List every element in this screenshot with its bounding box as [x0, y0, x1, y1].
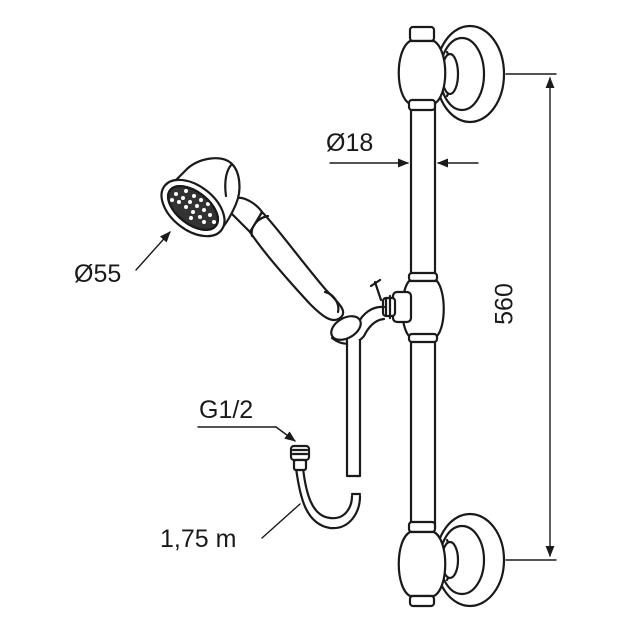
thread-label: G1/2 — [199, 396, 254, 424]
shower-holder-cradle — [327, 307, 384, 345]
head-diameter-label: Ø55 — [74, 260, 122, 288]
leader-thread — [198, 427, 296, 441]
bar-diameter-label: Ø18 — [326, 129, 374, 157]
bar-length-label: 560 — [490, 283, 519, 325]
hose-connector-nut — [291, 446, 309, 470]
bottom-wall-bracket — [436, 514, 504, 606]
leader-head-diameter — [136, 231, 171, 270]
leader-hose-length — [262, 504, 300, 538]
top-wall-bracket — [436, 26, 504, 122]
hose-length-label: 1,75 m — [160, 525, 237, 553]
top-end-cap — [399, 27, 446, 110]
hand-shower — [151, 158, 343, 320]
dimension-bar-length — [506, 74, 556, 560]
bottom-end-cap — [399, 522, 446, 606]
shower-hose — [291, 340, 360, 528]
